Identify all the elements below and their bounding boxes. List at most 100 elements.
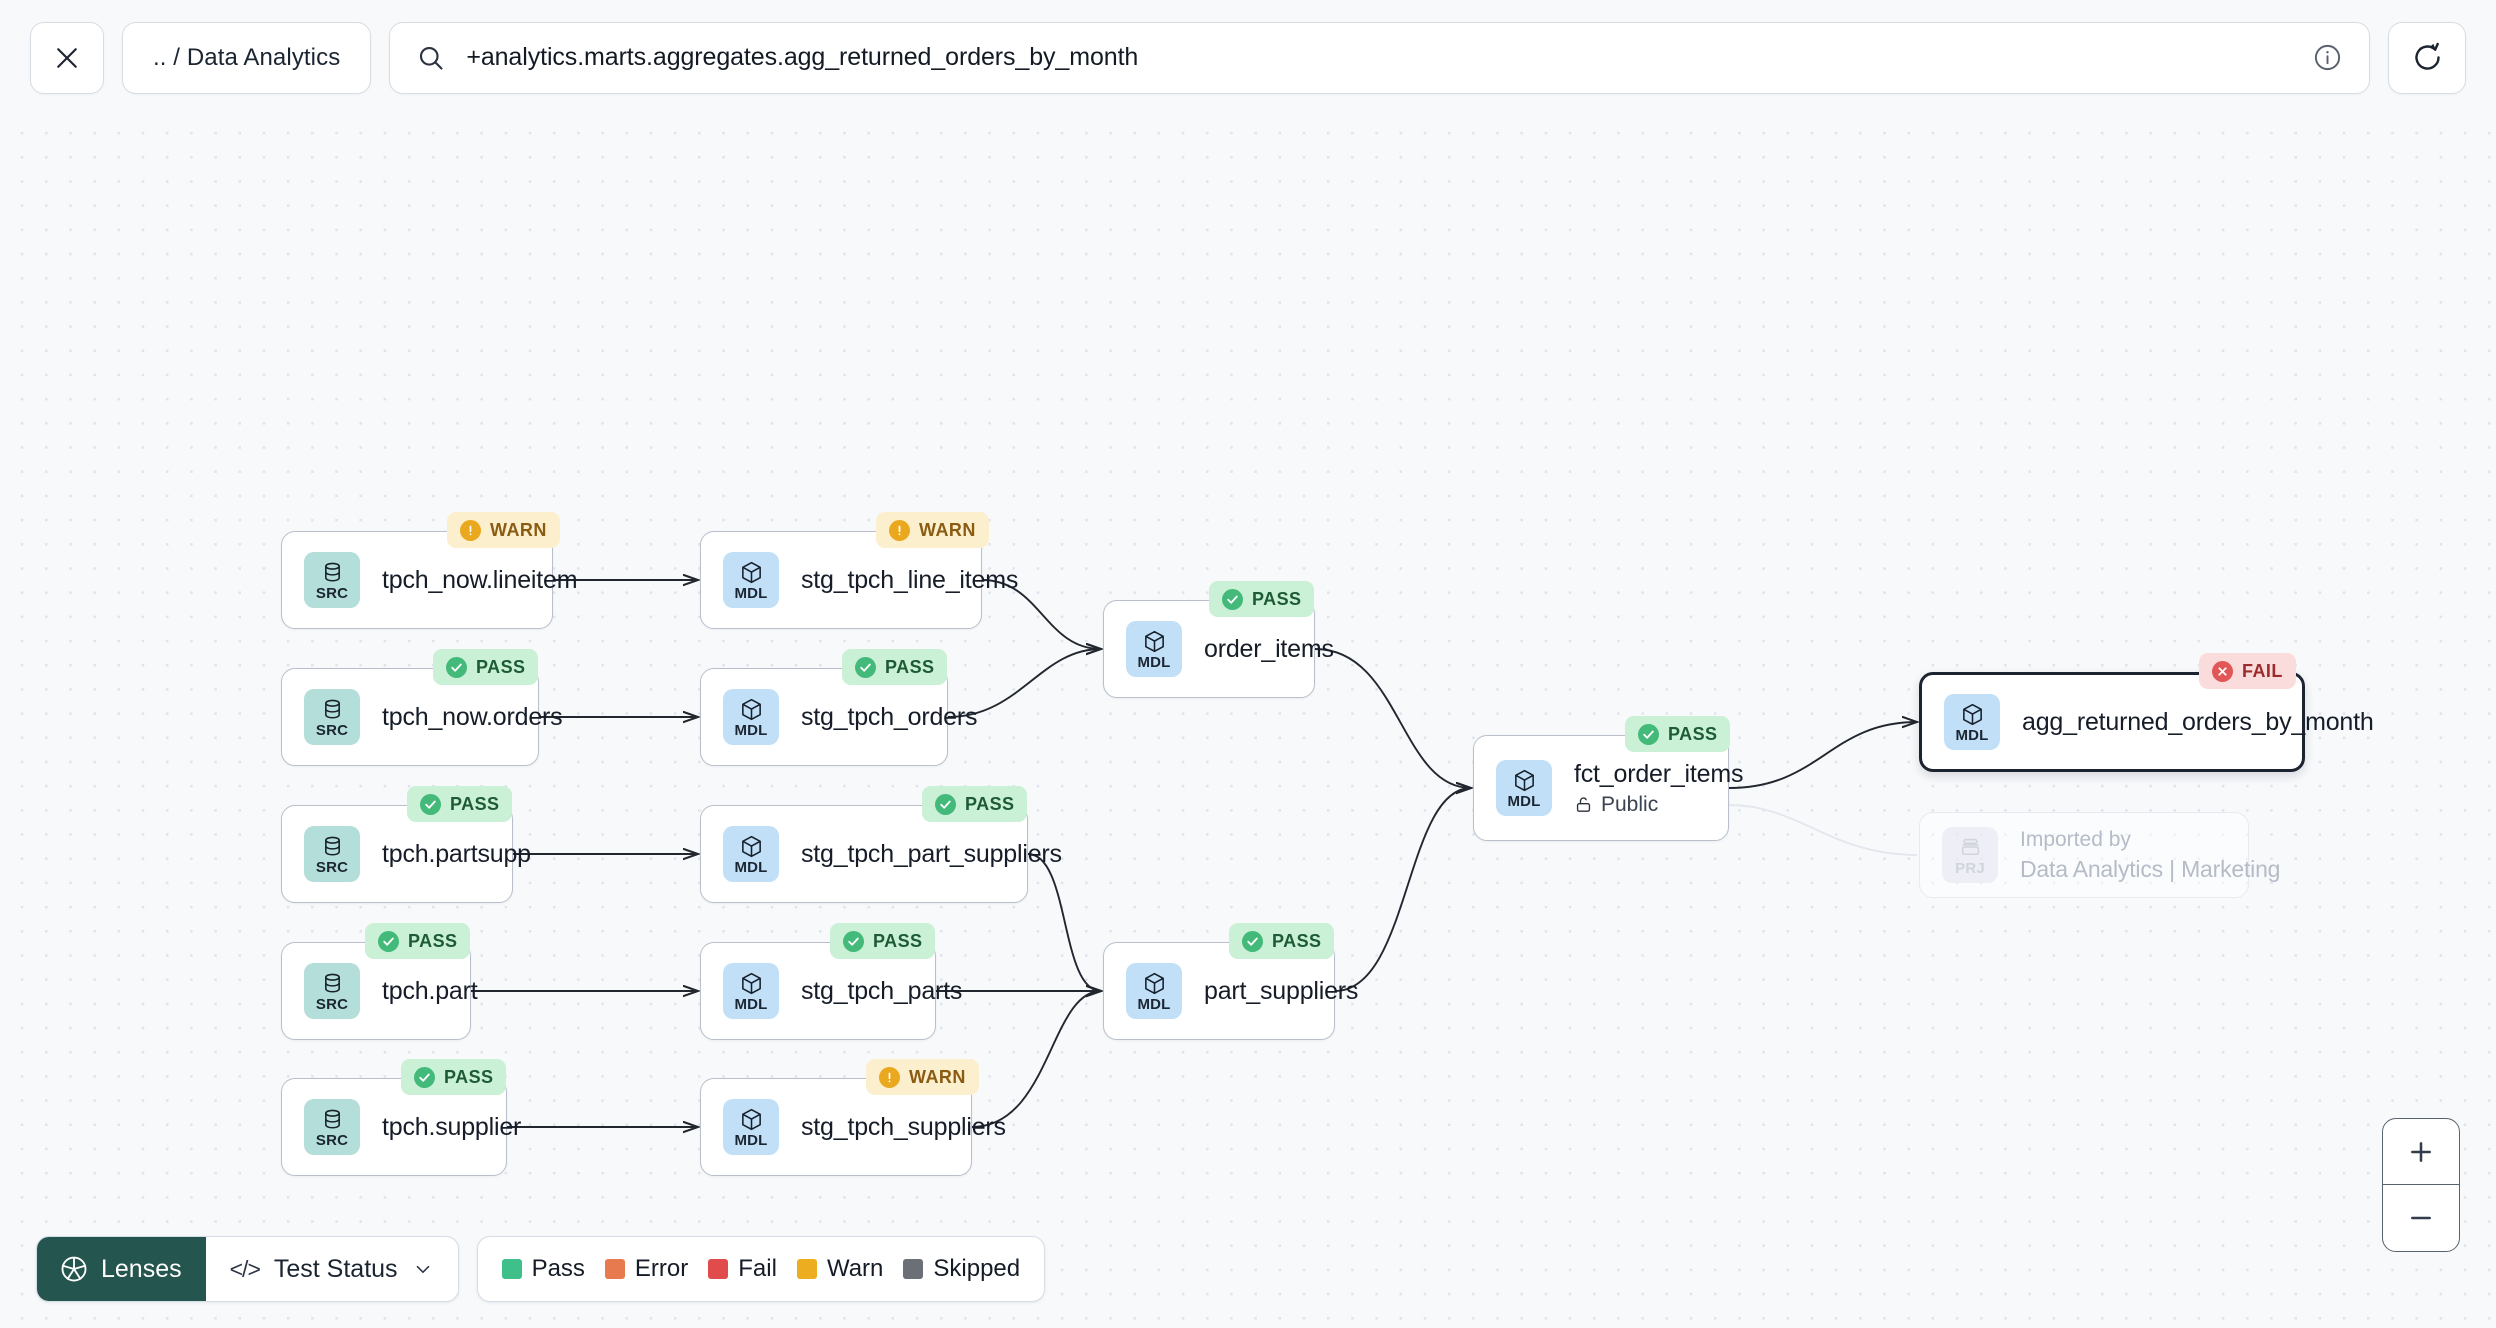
status-badge-pass[interactable]: PASS	[401, 1059, 507, 1095]
exclamation-icon	[888, 1072, 891, 1082]
cube-icon	[1144, 972, 1164, 994]
status-label: WARN	[909, 1066, 966, 1087]
status-badge-warn[interactable]: WARN	[876, 512, 989, 548]
refresh-button[interactable]	[2388, 21, 2466, 94]
status-badge-pass[interactable]: PASS	[1229, 923, 1335, 959]
node-title: tpch.part	[382, 976, 478, 1005]
project-icon	[1961, 838, 1979, 855]
zoom-out-button[interactable]	[2383, 1185, 2459, 1251]
node-title: stg_tpch_part_suppliers	[801, 839, 1062, 868]
node-type-label: MDL	[1507, 792, 1541, 810]
check-icon	[383, 937, 394, 946]
check-icon	[940, 800, 951, 809]
node-type-chip: SRC	[304, 963, 360, 1019]
legend-item-error[interactable]: Error	[604, 1255, 688, 1283]
check-icon	[1643, 730, 1654, 739]
lenses-button[interactable]: Lenses	[37, 1237, 206, 1301]
breadcrumb[interactable]: .. / Data Analytics	[122, 21, 372, 94]
status-dot	[1222, 588, 1243, 610]
legend-item-skipped[interactable]: Skipped	[903, 1255, 1020, 1283]
node-type-chip: SRC	[304, 689, 360, 745]
check-icon	[1247, 937, 1258, 946]
status-badge-warn[interactable]: WARN	[447, 512, 560, 548]
status-badge-pass[interactable]: PASS	[842, 649, 948, 685]
node-type-chip: MDL	[1944, 694, 2000, 750]
info-icon[interactable]	[2312, 42, 2343, 73]
cube-icon	[741, 835, 761, 857]
status-badge-pass[interactable]: PASS	[1625, 716, 1731, 752]
status-dot	[414, 1066, 435, 1088]
status-dot	[378, 930, 399, 952]
node-title: stg_tpch_suppliers	[801, 1112, 1006, 1141]
legend-item-warn[interactable]: Warn	[796, 1255, 883, 1283]
database-icon	[324, 973, 340, 993]
test-status-dropdown[interactable]: </> Test Status	[206, 1237, 458, 1301]
status-badge-pass[interactable]: PASS	[830, 923, 936, 959]
status-badge-pass[interactable]: PASS	[1209, 581, 1315, 617]
unlock-icon	[1576, 797, 1591, 812]
node-type-label: MDL	[734, 721, 768, 739]
node-text: stg_tpch_line_items	[801, 566, 1018, 595]
check-icon	[860, 663, 871, 672]
legend-swatch	[903, 1259, 924, 1279]
node-title: part_suppliers	[1204, 976, 1359, 1005]
node-type-label: SRC	[315, 584, 349, 602]
node-type-chip: MDL	[723, 552, 779, 608]
legend-item-fail[interactable]: Fail	[708, 1255, 777, 1283]
close-icon	[57, 47, 77, 68]
status-label: WARN	[919, 519, 976, 540]
status-label: PASS	[885, 656, 935, 677]
database-icon	[324, 562, 340, 582]
node-title: tpch_now.orders	[382, 702, 563, 731]
node-type-label: PRJ	[1955, 859, 1985, 877]
status-badge-pass[interactable]: PASS	[433, 649, 539, 685]
status-badge-pass[interactable]: PASS	[922, 786, 1028, 822]
node-text: tpch.partsupp	[382, 839, 531, 869]
graph-node-stg_line_items[interactable]: MDL stg_tpch_line_items	[700, 531, 1018, 629]
legend-label: Pass	[531, 1255, 585, 1282]
status-badge-pass[interactable]: PASS	[407, 786, 513, 822]
legend-label: Fail	[738, 1255, 777, 1282]
close-button[interactable]	[30, 21, 104, 94]
search-bar[interactable]	[389, 21, 2370, 94]
node-text: tpch_now.orders	[382, 702, 563, 732]
status-dot	[843, 930, 864, 952]
node-text: order_items	[1204, 634, 1334, 664]
node-title: order_items	[1204, 634, 1334, 663]
status-dot	[1638, 723, 1659, 745]
node-text: tpch.part	[382, 976, 478, 1006]
zoom-in-button[interactable]	[2383, 1119, 2459, 1185]
node-type-label: MDL	[734, 584, 768, 602]
node-type-label: SRC	[315, 721, 349, 739]
node-type-label: MDL	[734, 858, 768, 876]
check-icon	[1227, 595, 1238, 604]
node-title: tpch.partsupp	[382, 839, 531, 868]
legend-swatch	[604, 1259, 625, 1279]
edge-layer	[471, 115, 2496, 1328]
status-badge-pass[interactable]: PASS	[365, 923, 471, 959]
aperture-icon	[61, 1256, 87, 1282]
legend-item-pass[interactable]: Pass	[501, 1255, 585, 1283]
status-dot	[420, 793, 441, 815]
node-type-label: MDL	[1137, 653, 1171, 671]
node-type-chip: PRJ	[1942, 827, 1998, 883]
imported-by-label: Imported by	[2020, 827, 2131, 851]
check-icon	[425, 800, 436, 809]
database-icon	[324, 836, 340, 856]
status-badge-fail[interactable]: FAIL	[2199, 653, 2296, 689]
search-input[interactable]	[466, 43, 2292, 72]
status-label: WARN	[490, 519, 547, 540]
database-icon	[324, 1109, 340, 1129]
cube-icon	[1144, 630, 1164, 652]
node-type-chip: MDL	[1126, 963, 1182, 1019]
cube-icon	[1514, 769, 1534, 791]
status-badge-warn[interactable]: WARN	[866, 1059, 979, 1095]
check-icon	[451, 663, 462, 672]
status-dot	[879, 1066, 900, 1088]
